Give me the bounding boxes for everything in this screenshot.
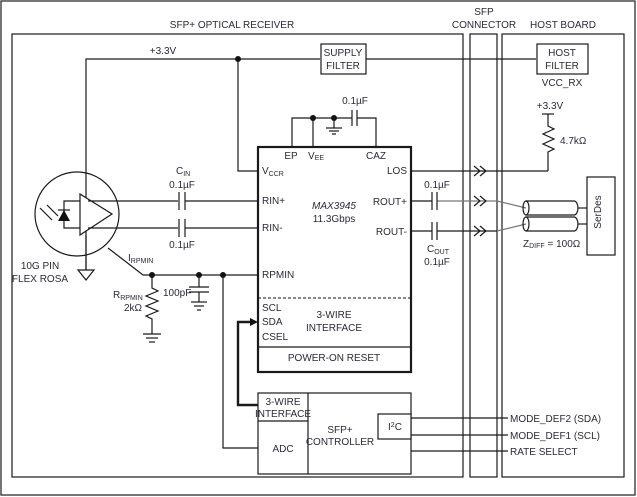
pullup-rail-label: +3.3V bbox=[537, 101, 564, 112]
cout-bottom-value: 0.1µF bbox=[424, 257, 450, 268]
serdes-block bbox=[586, 176, 616, 256]
tia-amplifier-icon bbox=[79, 192, 114, 237]
irpmin-label: IRPMIN bbox=[128, 253, 153, 265]
rosa-package bbox=[34, 171, 120, 257]
ground-triangle-icon bbox=[76, 269, 96, 281]
pullup-value: 4.7kΩ bbox=[560, 136, 587, 147]
cap-gap bbox=[352, 112, 357, 124]
connector-chevron-icon bbox=[473, 225, 481, 237]
connector-chevron-icon bbox=[479, 195, 487, 207]
chip-por-label: POWER-ON RESET bbox=[288, 353, 380, 364]
receiver-title: SFP+ OPTICAL RECEIVER bbox=[170, 20, 294, 31]
supply-filter-label-2: FILTER bbox=[326, 61, 360, 72]
max3945-chip bbox=[256, 145, 413, 374]
controller-iface-label-2: INTERFACE bbox=[255, 409, 311, 420]
transmission-line-p bbox=[522, 200, 579, 216]
supply-filter bbox=[320, 43, 367, 75]
vcc-rx-label: VCC_RX bbox=[542, 78, 583, 89]
trace-n bbox=[496, 223, 527, 232]
host-filter-label-2: FILTER bbox=[545, 61, 579, 72]
connector-chevron-icon bbox=[473, 165, 481, 177]
supply-filter-label-1: SUPPLY bbox=[324, 48, 363, 59]
rrpmin-label: RRPMIN bbox=[113, 290, 143, 302]
rail-label: +3.3V bbox=[150, 46, 177, 57]
cin-top-value: 0.1µF bbox=[169, 180, 195, 191]
light-arrow-icon bbox=[46, 204, 59, 217]
pin-vccr: VCCR bbox=[262, 166, 284, 178]
pullup-resistor bbox=[541, 114, 556, 171]
adc-wire bbox=[222, 275, 258, 449]
serdes-label: SerDes bbox=[593, 195, 604, 228]
light-arrow-icon bbox=[39, 207, 53, 221]
host-signal-mode-def1: MODE_DEF1 (SCL) bbox=[510, 431, 600, 442]
host-region bbox=[501, 33, 625, 478]
cout-label: COUT bbox=[427, 244, 450, 256]
connector-chevron-icon bbox=[479, 225, 487, 237]
arrow-right-icon bbox=[250, 318, 258, 326]
host-signal-rate-select: RATE SELECT bbox=[510, 447, 578, 458]
3wire-bus bbox=[236, 320, 258, 407]
cin-label: CIN bbox=[176, 166, 190, 178]
cin-bottom-value: 0.1µF bbox=[169, 240, 195, 251]
connector-title-2: CONNECTOR bbox=[452, 20, 516, 31]
i2c-label: I2C bbox=[388, 422, 402, 433]
pin-vee: VEE bbox=[308, 151, 324, 162]
chip-iface-label-2: INTERFACE bbox=[306, 323, 362, 334]
host-filter-label-1: HOST bbox=[548, 48, 576, 59]
rosa-label-1: 10G PIN bbox=[21, 261, 59, 272]
pin-sda: SDA bbox=[262, 317, 283, 328]
irpmin-wire bbox=[107, 247, 144, 276]
pin-rin-p: RIN+ bbox=[262, 196, 285, 207]
connector-title-1: SFP bbox=[474, 7, 494, 18]
trace-p bbox=[496, 200, 527, 209]
photodiode-icon bbox=[58, 210, 70, 221]
cout-top-value: 0.1µF bbox=[424, 180, 450, 191]
i2c-block bbox=[377, 413, 412, 440]
pin-csel: CSEL bbox=[262, 332, 289, 343]
pin-rout-n: ROUT- bbox=[376, 227, 407, 238]
chip-iface-label-1: 3-WIRE bbox=[317, 310, 352, 321]
rosa-label-2: FLEX ROSA bbox=[12, 274, 68, 285]
pin-rin-n: RIN- bbox=[262, 223, 283, 234]
pin-caz: CAZ bbox=[366, 151, 386, 162]
receiver-region bbox=[11, 33, 464, 478]
host-title: HOST BOARD bbox=[530, 20, 596, 31]
zdiff-label: ZDIFF = 100Ω bbox=[523, 239, 581, 250]
pin-rout-p: ROUT+ bbox=[373, 197, 407, 208]
pin-scl: SCL bbox=[262, 303, 282, 314]
pin-rpmin: RPMIN bbox=[262, 270, 294, 281]
rrpmin-value: 2kΩ bbox=[124, 303, 143, 314]
adc-label: ADC bbox=[272, 444, 293, 455]
vccr-wire bbox=[237, 59, 258, 172]
transmission-line-n bbox=[522, 216, 579, 232]
connector-chevron-icon bbox=[479, 165, 487, 177]
chip-data-rate: 11.3Gbps bbox=[313, 214, 356, 225]
connector-chevron-icon bbox=[473, 195, 481, 207]
controller-name-1: SFP+ bbox=[327, 425, 352, 436]
controller-iface-label-1: 3-WIRE bbox=[266, 397, 301, 408]
caz-cap-value: 0.1µF bbox=[342, 96, 368, 107]
junction bbox=[310, 115, 316, 121]
pin-ep: EP bbox=[284, 151, 298, 162]
host-filter bbox=[536, 43, 589, 75]
rpmin-cap-value: 100pF bbox=[163, 288, 191, 299]
chip-part-number: MAX3945 bbox=[312, 201, 356, 212]
connector-region bbox=[469, 33, 498, 478]
controller-name-2: CONTROLLER bbox=[306, 437, 374, 448]
host-signal-mode-def2: MODE_DEF2 (SDA) bbox=[510, 414, 601, 425]
rpmin-resistor bbox=[144, 275, 160, 334]
pin-los: LOS bbox=[387, 166, 407, 177]
